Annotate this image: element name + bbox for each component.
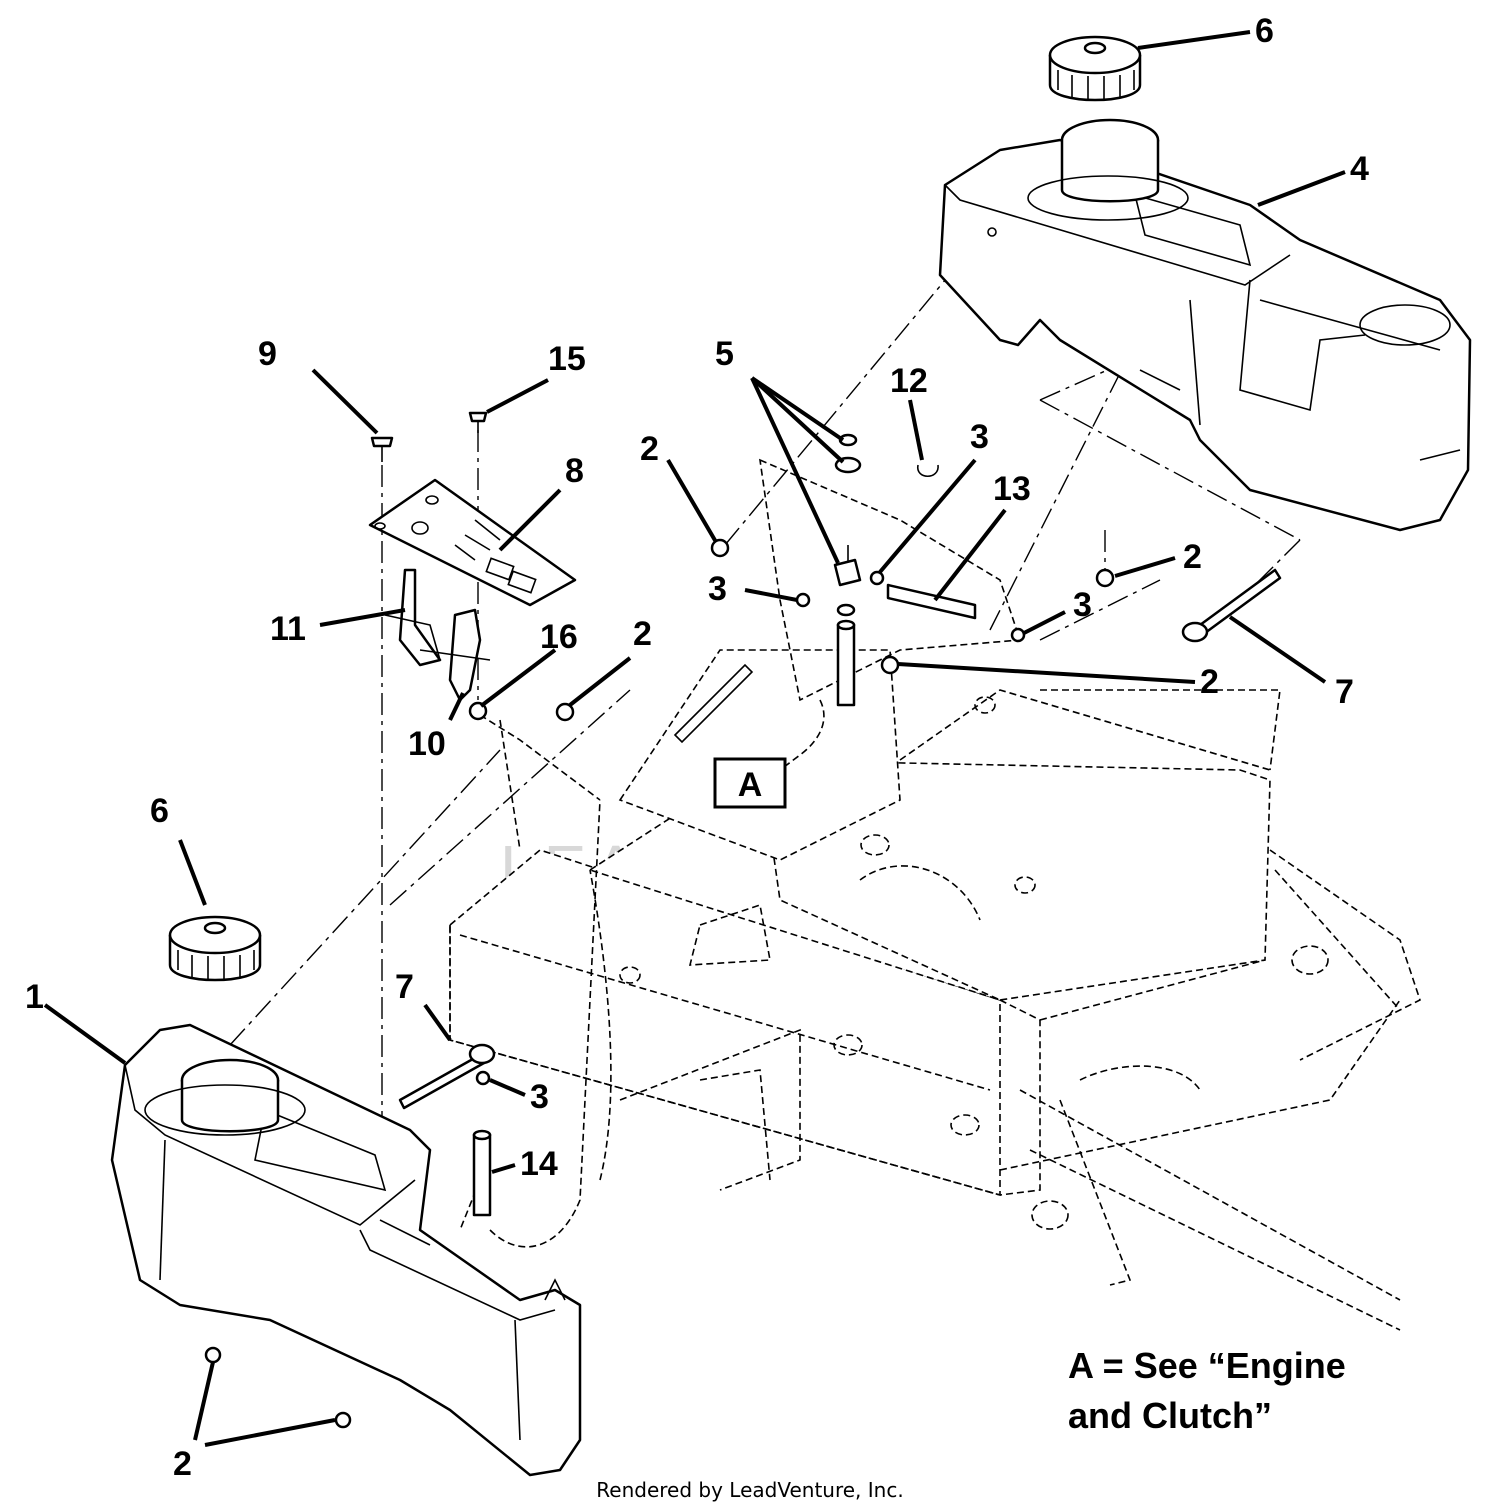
callout-3-left: 3 <box>708 570 727 608</box>
legend-line-1: A = See “Engine <box>1068 1345 1346 1386</box>
fuel-cap-top[interactable] <box>1048 35 1142 102</box>
fuel-fitting-left[interactable] <box>398 1043 496 1110</box>
fuel-shutoff-valve[interactable] <box>833 433 862 587</box>
fuel-tube-upper[interactable] <box>673 663 754 744</box>
legend-line-2: and Clutch” <box>1068 1395 1272 1436</box>
callout-2-bracket: 2 <box>633 615 652 653</box>
callout-14: 14 <box>520 1145 558 1183</box>
reference-box-a[interactable]: A <box>713 757 787 809</box>
callout-6-top: 6 <box>1255 12 1274 50</box>
callout-3-left-tank: 3 <box>530 1078 549 1116</box>
callout-4: 4 <box>1350 150 1369 188</box>
leader-lines <box>43 30 1346 1447</box>
callout-7-right: 7 <box>1335 673 1354 711</box>
callout-10: 10 <box>408 725 446 763</box>
fuel-tank-right[interactable] <box>938 118 1472 532</box>
callout-5: 5 <box>715 335 734 373</box>
callout-11: 11 <box>270 610 306 648</box>
fuel-cap-left[interactable] <box>168 915 262 982</box>
legend: A = See “Engine and Clutch” <box>1068 1345 1346 1436</box>
clip-3-d[interactable] <box>475 1070 491 1086</box>
callout-7-left: 7 <box>395 968 414 1006</box>
callout-12: 12 <box>890 362 928 400</box>
callout-2-right: 2 <box>1183 538 1202 576</box>
nut-2-f[interactable] <box>334 1411 352 1429</box>
callout-1: 1 <box>25 978 44 1016</box>
callout-9: 9 <box>258 335 277 373</box>
callout-3-valve: 3 <box>970 418 989 456</box>
callout-2-bottom: 2 <box>173 1445 192 1483</box>
fuel-tube-14[interactable] <box>472 1129 492 1217</box>
nut-2-e[interactable] <box>204 1346 222 1364</box>
clip-3-a[interactable] <box>795 592 811 608</box>
callout-6-left: 6 <box>150 792 169 830</box>
footer-credit: Rendered by LeadVenture, Inc. <box>596 1478 903 1502</box>
fuel-line-13[interactable] <box>886 583 977 620</box>
clip-3-b[interactable] <box>869 570 885 586</box>
callout-numbers: 6 4 9 15 5 12 3 13 2 8 3 2 3 11 16 2 2 7… <box>25 12 1369 1483</box>
fuel-tank-left[interactable] <box>110 1023 582 1477</box>
callout-8: 8 <box>565 452 584 490</box>
lever-bracket[interactable] <box>419 608 491 702</box>
callout-13: 13 <box>993 470 1031 508</box>
mower-frame <box>449 458 1421 1331</box>
callout-2-center: 2 <box>1200 663 1219 701</box>
reference-box-label: A <box>738 766 763 804</box>
mounting-plate[interactable] <box>368 478 577 607</box>
callout-16: 16 <box>540 618 578 656</box>
screw-9[interactable] <box>370 436 394 462</box>
nut-2-d[interactable] <box>555 702 575 722</box>
nut-2-b[interactable] <box>1095 568 1115 588</box>
callout-2-frame-left: 2 <box>640 430 659 468</box>
fuel-tube-center[interactable] <box>836 603 856 707</box>
nut-2-c[interactable] <box>880 655 900 675</box>
fuel-lever[interactable] <box>384 568 442 667</box>
clip-3-c[interactable] <box>1010 627 1026 643</box>
hose-clamp[interactable] <box>917 464 939 478</box>
fuel-fitting-right[interactable] <box>1181 568 1282 643</box>
callout-15: 15 <box>548 340 586 378</box>
screw-15[interactable] <box>468 411 488 433</box>
callout-3-right: 3 <box>1073 586 1092 624</box>
nut-2-a[interactable] <box>710 538 730 558</box>
